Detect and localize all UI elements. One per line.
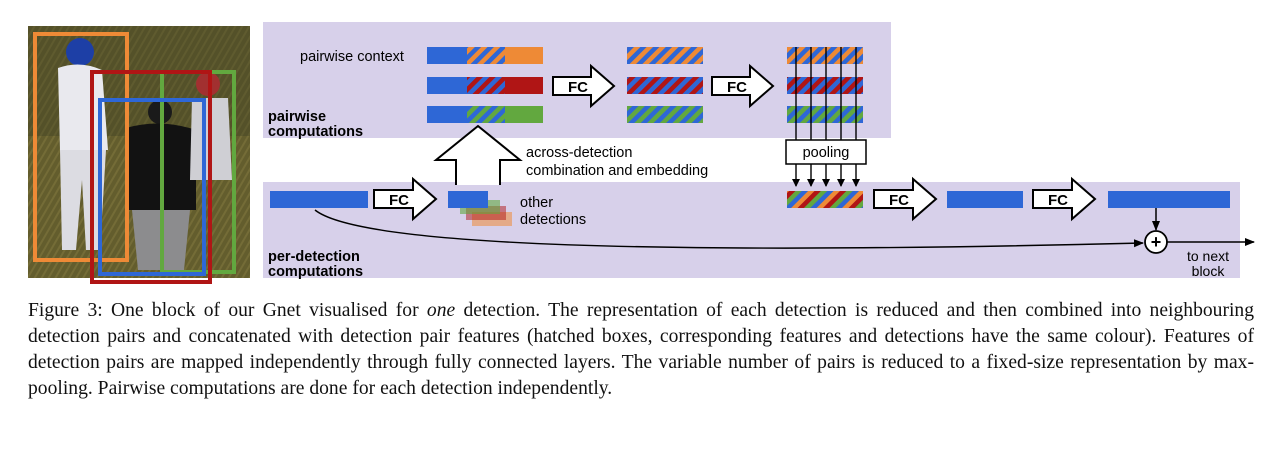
across-detection-label-2: combination and embedding (526, 163, 708, 179)
svg-text:FC: FC (389, 192, 409, 209)
caption-label: Figure 3: (28, 300, 103, 321)
pooling-box: pooling (785, 139, 867, 165)
output-pair-orange (787, 47, 863, 64)
pair-feature-orange (427, 47, 543, 64)
svg-text:FC: FC (889, 192, 909, 209)
other-detections-stack (448, 191, 512, 226)
svg-text:pooling: pooling (803, 145, 850, 161)
fc-arrow-per-detection-2: FC (873, 176, 938, 222)
detection-box-orange (33, 32, 129, 262)
pairwise-region-label-2: computations (268, 124, 363, 140)
per-detection-hidden (947, 191, 1023, 208)
gnet-block-diagram: pairwise context pairwise computations F… (28, 22, 1255, 284)
caption-emphasis: one (426, 300, 456, 321)
to-next-block-label-2: block (1192, 263, 1226, 279)
fc-arrow-pairwise-2: FC (711, 63, 775, 109)
hidden-pair-orange (627, 47, 703, 64)
pooled-feature (787, 191, 863, 208)
skip-connection-arrow (314, 209, 1144, 249)
pair-feature-red (427, 77, 543, 94)
svg-text:FC: FC (568, 79, 588, 96)
other-detections-label-2: detections (520, 212, 586, 228)
to-next-block-label: to next (1187, 248, 1229, 264)
baseball-photo (28, 26, 250, 278)
hidden-pair-red (627, 77, 703, 94)
sum-node: + (1144, 230, 1168, 254)
detection-feature (270, 191, 368, 208)
per-detection-region-label: per-detection (268, 249, 360, 265)
svg-text:FC: FC (727, 79, 747, 96)
output-pair-green (787, 106, 863, 123)
fc-arrow-per-detection-3: FC (1032, 176, 1097, 222)
per-detection-output (1108, 191, 1230, 208)
figure-caption: Figure 3: One block of our Gnet visualis… (28, 298, 1254, 402)
fc-arrow-per-detection-1: FC (373, 176, 438, 222)
caption-text-1: One block of our Gnet visualised for (110, 300, 419, 321)
caption-text-2: detection. The representation of each de… (28, 300, 1255, 399)
pairwise-context-label: pairwise context (300, 49, 404, 65)
pooling-lines (795, 47, 857, 140)
other-detections-label: other (520, 195, 553, 211)
across-detection-arrow (433, 124, 523, 185)
pooling-output-arrows (792, 164, 860, 187)
pairwise-region-label: pairwise (268, 109, 326, 125)
fc-arrow-pairwise-1: FC (552, 63, 616, 109)
hidden-pair-green (627, 106, 703, 123)
svg-text:FC: FC (1048, 192, 1068, 209)
per-detection-region-label-2: computations (268, 264, 363, 280)
across-detection-label: across-detection (526, 145, 632, 161)
svg-text:+: + (1151, 232, 1162, 252)
detection-box-blue (98, 98, 206, 276)
detection-box-red (90, 70, 212, 284)
output-pair-red (787, 77, 863, 94)
pair-feature-green (427, 106, 543, 123)
